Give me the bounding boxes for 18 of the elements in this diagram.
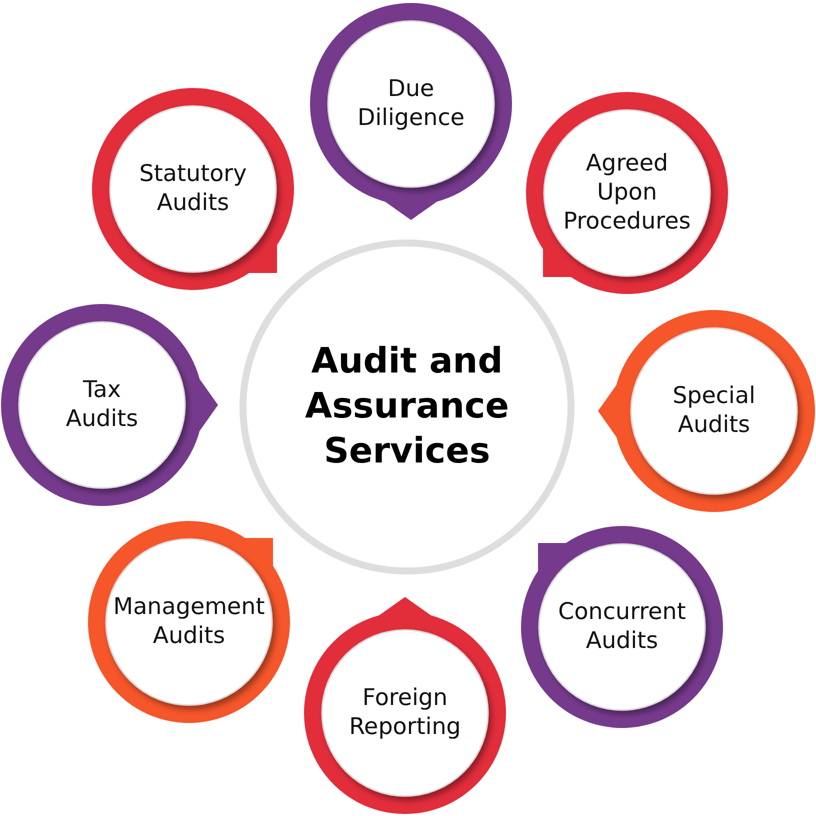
hub-label: Audit and Assurance Services <box>304 340 510 474</box>
pointer-ring <box>1 304 218 506</box>
pointer-ring <box>521 526 723 728</box>
node-label: Concurrent Audits <box>558 598 686 656</box>
node-label: Agreed Upon Procedures <box>563 150 691 236</box>
pointer-ring <box>310 3 512 220</box>
pointer-ring <box>92 88 294 290</box>
center-circle <box>239 239 575 575</box>
node-label: Special Audits <box>672 382 756 440</box>
pointer-ring <box>526 92 728 294</box>
node-label: Tax Audits <box>66 376 138 434</box>
node-label: Due Diligence <box>358 75 464 133</box>
node-label: Statutory Audits <box>139 160 247 218</box>
pointer-ring <box>304 597 506 814</box>
pointer-ring <box>88 521 290 723</box>
node-label: Management Audits <box>113 593 265 651</box>
node-label: Foreign Reporting <box>349 684 461 742</box>
pointer-ring <box>598 310 815 512</box>
